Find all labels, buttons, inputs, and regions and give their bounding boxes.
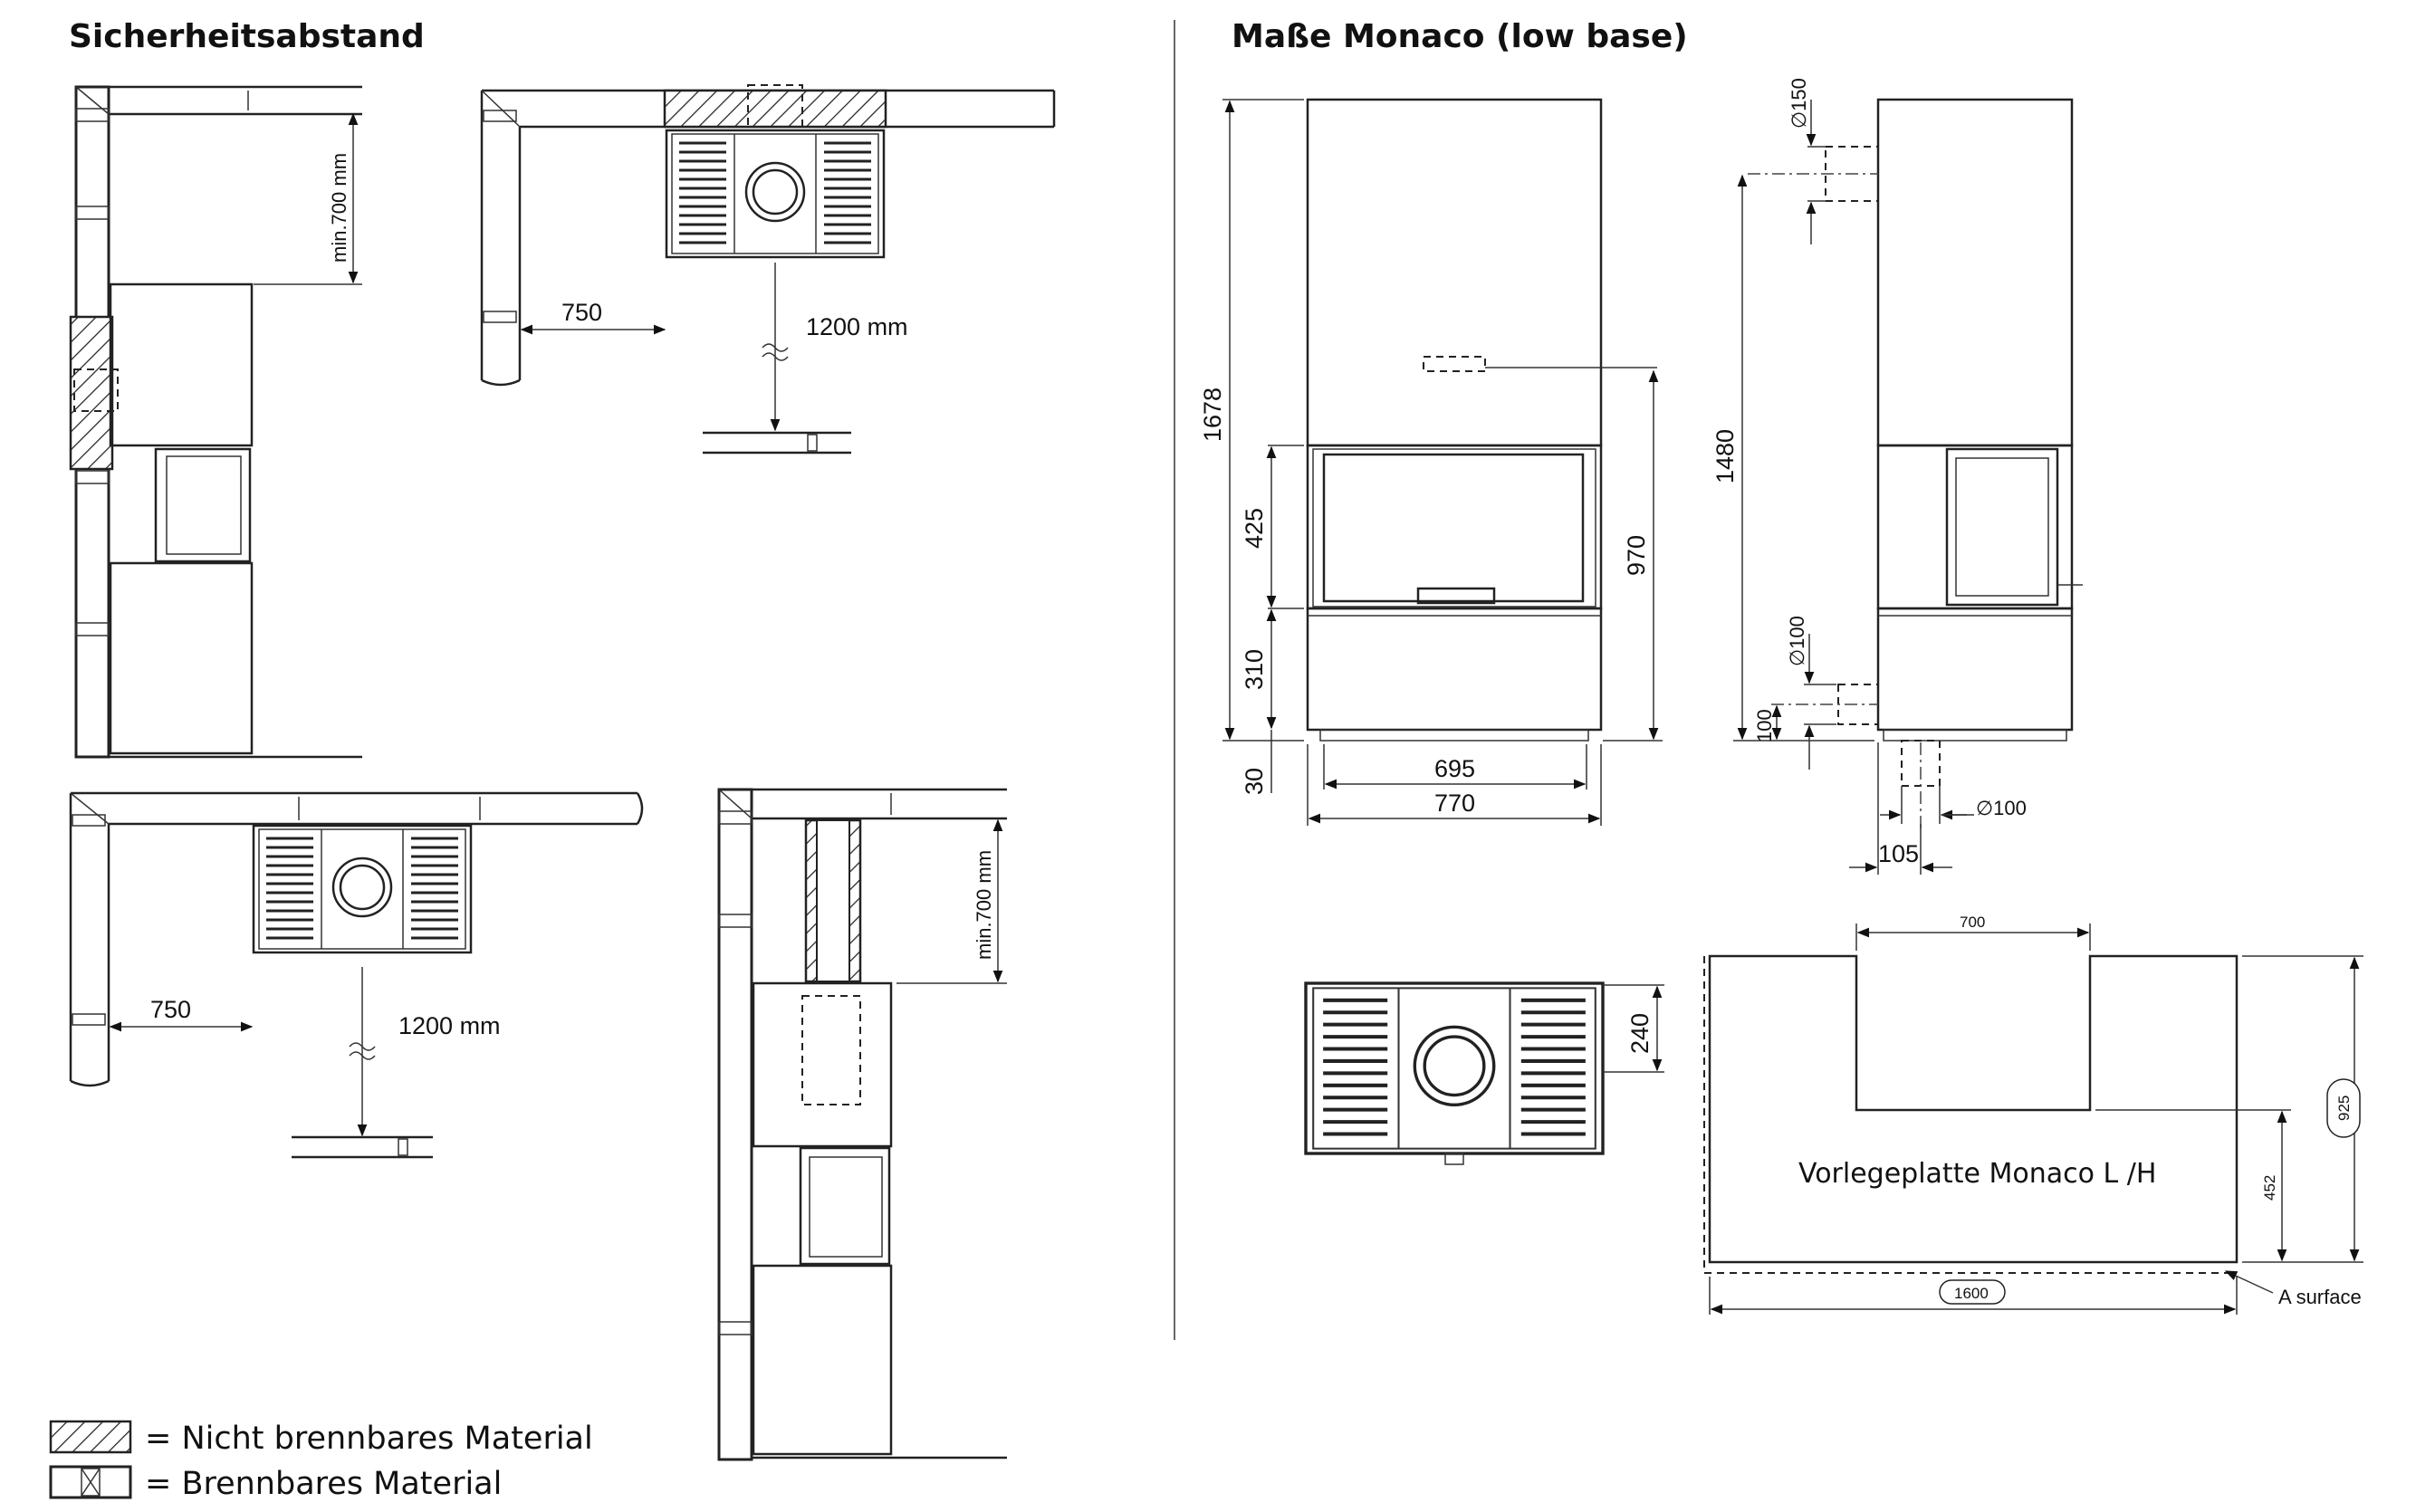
side-rear-flue-150: ∅150 [1788,78,1810,129]
safety-plan-upper-750: 750 [561,299,602,326]
front-inner-width: 695 [1434,755,1475,782]
top-view: 240 [1306,983,1664,1165]
side-height-100: 100 [1753,709,1776,742]
legend-combustible-swatch [49,1465,132,1499]
floor-plate-label: Vorlegeplatte Monaco L /H [1798,1158,2156,1190]
front-top-height: 970 [1623,535,1650,576]
side-bottom-flue-100: ∅100 [1976,797,2027,819]
safety-side-elevation-right: min.700 mm [717,788,1007,1461]
top-depth-240: 240 [1626,1013,1654,1054]
legend: = Nicht brennbares Material = Brennbares… [49,1420,593,1502]
safety-plan-upper-1200: 1200 mm [806,313,908,340]
safety-plan-upper: 750 1200 mm [480,84,1056,455]
legend-non-combustible: = Nicht brennbares Material [145,1421,593,1457]
safety-plan-lower-1200: 1200 mm [398,1012,501,1039]
front-view: 1678 425 310 30 970 695 770 [1199,98,1663,826]
floor-surface-label: A surface [2278,1286,2362,1308]
floor-width-1600: 1600 [1954,1285,1989,1302]
safety-heading: Sicherheitsabstand [69,18,425,55]
front-door-height: 425 [1241,508,1268,549]
side-height-1480: 1480 [1711,429,1739,483]
front-outer-width: 770 [1434,789,1475,817]
floor-height-925: 925 [2335,1096,2353,1121]
side-rear-flue-100: ∅100 [1786,616,1808,666]
safety-plan-lower: 750 1200 mm [69,791,644,1159]
legend-hatch-swatch [49,1420,132,1454]
safety-side-right-min700: min.700 mm [973,850,995,960]
front-foot-height: 30 [1241,768,1268,795]
floor-height-452: 452 [2261,1175,2278,1201]
side-view: ∅150 1480 ∅100 100 ∅100 105 [1711,78,2083,875]
safety-side-min700: min.700 mm [328,153,350,263]
safety-plan-lower-750: 750 [150,996,191,1023]
dimensions-heading: Maße Monaco (low base) [1232,18,1688,55]
side-offset-105: 105 [1878,840,1919,867]
floor-plate: Vorlegeplatte Monaco L /H 700 925 452 16… [1703,914,2363,1315]
front-total-height: 1678 [1199,388,1226,442]
safety-side-elevation: min.700 mm [69,85,362,759]
front-base-height: 310 [1241,649,1268,690]
legend-combustible: = Brennbares Material [145,1466,502,1502]
floor-width-700: 700 [1960,914,1985,931]
